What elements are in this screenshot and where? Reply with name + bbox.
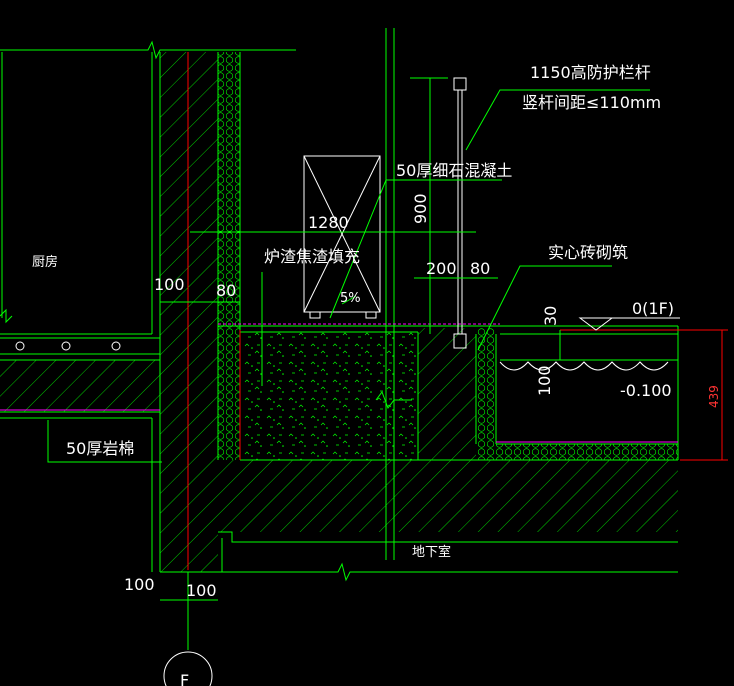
slope-label: 5% — [340, 291, 361, 306]
dim-100-bottom: 100 — [186, 581, 217, 600]
axis-bubble — [163, 572, 213, 686]
dim-100-step: 100 — [535, 365, 554, 396]
accent-lines — [0, 52, 728, 570]
baluster-spacing-label: 竖杆间距≤110mm — [522, 93, 661, 112]
guardrail-post — [453, 77, 467, 349]
dim-100-left: 100 — [154, 275, 185, 294]
level-minus-label: -0.100 — [620, 381, 672, 400]
leader-lines — [47, 89, 650, 463]
dim-30: 30 — [541, 306, 560, 326]
outline-lines — [0, 28, 679, 582]
fine-concrete-label: 50厚细石混凝土 — [396, 161, 512, 180]
slag-fill-label: 炉渣焦渣填充 — [264, 247, 360, 266]
dim-200: 200 — [426, 259, 457, 278]
axis-bubble-label: F — [180, 671, 189, 686]
rock-wool-label: 50厚岩棉 — [66, 439, 134, 458]
basement-label: 地下室 — [412, 544, 451, 560]
level-marker-zero — [578, 317, 680, 331]
wall-hatch — [0, 52, 678, 572]
dim-439: 439 — [707, 385, 721, 408]
dim-80-left: 80 — [216, 281, 236, 300]
kitchen-label: 厨房 — [32, 254, 58, 270]
dim-80-top: 80 — [470, 259, 490, 278]
solid-brick-label: 实心砖砌筑 — [548, 243, 628, 262]
equipment-box — [303, 155, 381, 319]
floor-scallops — [499, 361, 669, 371]
dim-900: 900 — [411, 193, 430, 224]
dimension-lines — [160, 77, 561, 601]
dim-1280: 1280 — [308, 213, 349, 232]
guardrail-label: 1150高防护栏杆 — [530, 63, 651, 82]
floor-heating-pipes — [15, 341, 121, 351]
level-zero-label: 0(1F) — [632, 299, 674, 318]
dim-100-bottom-left: 100 — [124, 575, 155, 594]
